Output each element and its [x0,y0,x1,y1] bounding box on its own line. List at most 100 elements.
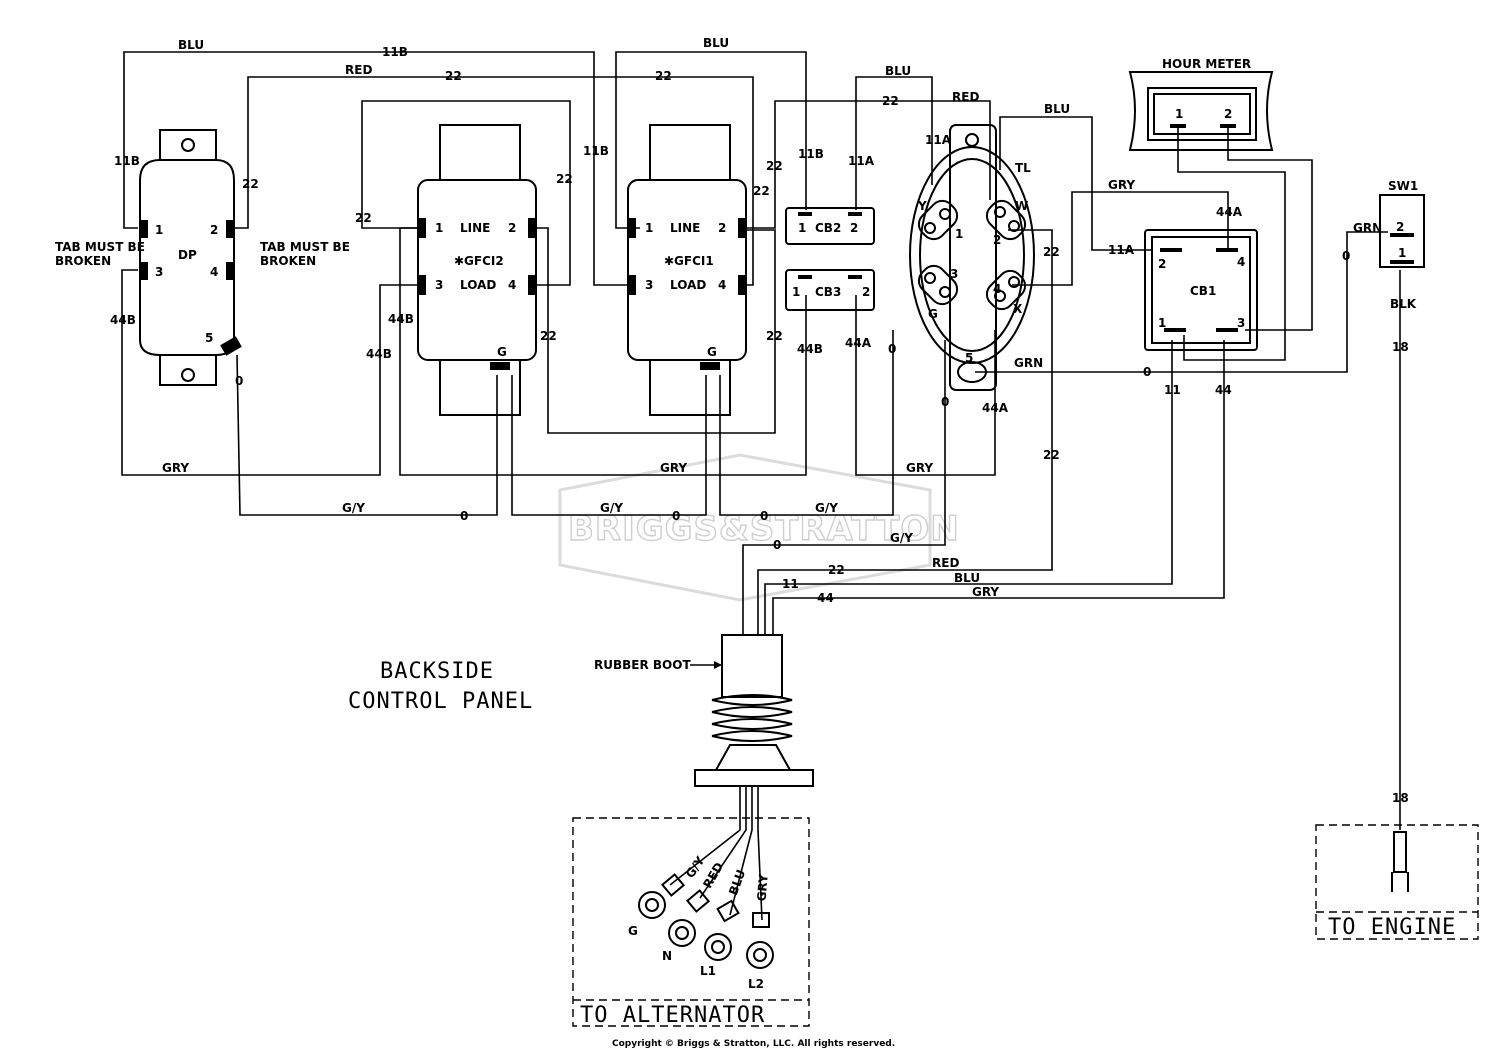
svg-text:11: 11 [1164,383,1181,397]
svg-text:22: 22 [355,211,372,225]
svg-text:GRY: GRY [660,461,687,475]
cb2-breaker: 1 CB2 2 [785,207,875,245]
hour-meter: HOUR METER 1 2 [1128,57,1274,151]
svg-text:11B: 11B [382,45,408,59]
svg-text:2: 2 [508,221,516,235]
svg-text:2: 2 [718,221,726,235]
svg-text:18: 18 [1392,340,1409,354]
wires [121,51,1401,830]
svg-text:0: 0 [1342,249,1350,263]
cb3-label: CB3 [815,285,841,299]
svg-text:G: G [628,924,638,938]
svg-text:GRY: GRY [162,461,189,475]
svg-text:BROKEN: BROKEN [55,254,111,268]
svg-text:22: 22 [1043,245,1060,259]
svg-text:22: 22 [766,329,783,343]
svg-text:22: 22 [766,159,783,173]
svg-text:L1: L1 [700,964,716,978]
gfci2-line-label: LINE [460,221,490,235]
dp-tab-note-left: TAB MUST BE [55,240,145,254]
title-line-1: BACKSIDE [380,659,494,684]
svg-text:BLU: BLU [954,571,980,585]
svg-text:22: 22 [882,94,899,108]
wire-44b-gry-gfci [399,227,807,476]
svg-text:G/Y: G/Y [890,531,913,545]
wire-gy-tl [742,340,946,635]
svg-text:11B: 11B [114,154,140,168]
svg-text:1: 1 [792,285,800,299]
wire-22-red-top [230,76,754,286]
svg-text:1: 1 [645,221,653,235]
tl-twistlock: TL Y W G X 1 2 3 4 5 [909,124,1035,391]
svg-text:BLU: BLU [703,36,729,50]
copyright: Copyright © Briggs & Stratton, LLC. All … [612,1039,895,1049]
wire-gy-gfci1 [719,330,894,516]
gfci2-receptacle: 1 LINE 2 ✱GFCI2 3 LOAD 4 G [417,124,537,416]
svg-text:G/Y: G/Y [342,501,365,515]
svg-text:GRY: GRY [972,585,999,599]
wire-11a-blu [855,76,933,210]
wire-11b-blu [123,51,636,286]
cb1-label: CB1 [1190,284,1216,298]
wire-11a-cb1 [999,116,1152,251]
wire-gy-dp [236,354,498,516]
svg-text:1: 1 [435,221,443,235]
svg-text:0: 0 [672,509,680,523]
svg-text:2: 2 [210,223,218,237]
svg-text:22: 22 [445,69,462,83]
gfci2-load-label: LOAD [460,278,496,292]
alternator-title: TO ALTERNATOR [580,1003,765,1028]
svg-text:BLU: BLU [726,868,748,897]
svg-text:5: 5 [965,351,973,365]
svg-text:1: 1 [1158,316,1166,330]
svg-text:4: 4 [993,282,1001,296]
svg-text:44A: 44A [982,401,1009,415]
panel-title: BACKSIDE CONTROL PANEL [348,659,533,714]
dp-tab-note-right: TAB MUST BE [260,240,350,254]
svg-text:0: 0 [235,374,243,388]
svg-text:22: 22 [828,563,845,577]
svg-text:RED: RED [345,63,372,77]
svg-text:2: 2 [1158,257,1166,271]
svg-text:2: 2 [1224,107,1232,121]
dp-receptacle: DP 1 3 2 4 5 TAB MUST BE BROKEN TAB MUST… [55,129,350,386]
svg-text:GRY: GRY [754,873,770,902]
wire-44b-gry-dp [121,269,420,476]
sw1-switch: SW1 2 1 [1379,179,1425,268]
sw1-label: SW1 [1388,179,1418,193]
wire-labels: BLU 11B BLU RED 22 22 BLU 22 RED BLU GRY… [110,36,1417,805]
svg-text:2: 2 [850,221,858,235]
gfci1-label: ✱GFCI1 [664,254,714,268]
dp-label: DP [178,248,197,262]
svg-text:1: 1 [955,227,963,241]
svg-text:0: 0 [1143,365,1151,379]
svg-text:GRY: GRY [906,461,933,475]
wire-11-blu [764,340,1173,635]
svg-text:GRN: GRN [1014,356,1043,370]
svg-text:22: 22 [540,329,557,343]
svg-text:0: 0 [773,538,781,552]
svg-text:W: W [1015,199,1028,213]
svg-text:3: 3 [645,278,653,292]
svg-text:2: 2 [1396,220,1404,234]
svg-text:1: 1 [1398,246,1406,260]
svg-text:22: 22 [753,184,770,198]
svg-text:1: 1 [1175,107,1183,121]
svg-text:11A: 11A [848,154,875,168]
svg-text:22: 22 [556,172,573,186]
svg-text:3: 3 [950,267,958,281]
svg-text:Y: Y [917,199,927,213]
svg-text:3: 3 [435,278,443,292]
svg-text:GRN: GRN [1353,221,1382,235]
wire-44a-gry-tl [855,295,996,476]
svg-text:G/Y: G/Y [600,501,623,515]
engine-box: TO ENGINE [1315,824,1479,940]
watermark: BRIGGS&STRATTON [558,453,959,602]
gfci1-line-label: LINE [670,221,700,235]
title-line-2: CONTROL PANEL [348,689,533,714]
svg-text:44A: 44A [845,336,872,350]
svg-text:11B: 11B [583,144,609,158]
cb1-breaker: 2 4 CB1 1 3 [1144,229,1258,351]
engine-title: TO ENGINE [1328,915,1456,940]
svg-text:44: 44 [817,591,834,605]
